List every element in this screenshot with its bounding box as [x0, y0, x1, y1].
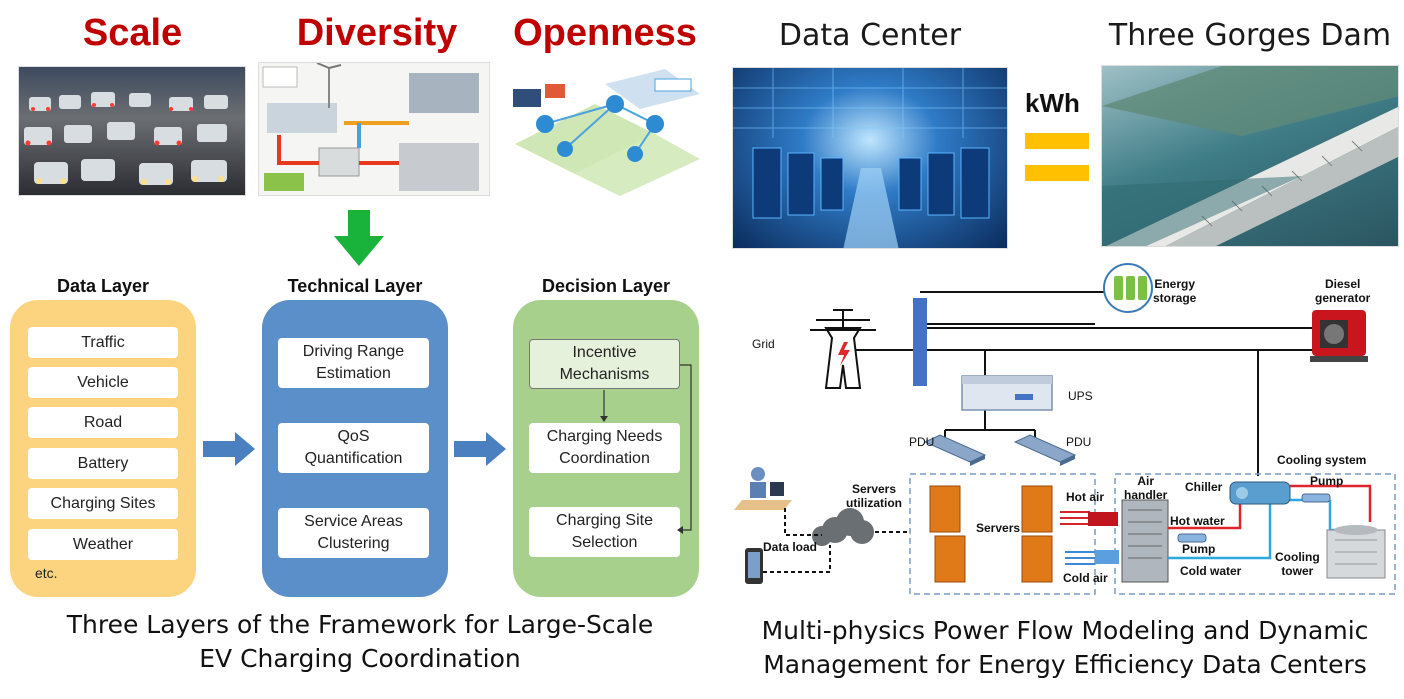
cold-air-arrows	[1065, 550, 1119, 565]
ups-icon	[961, 375, 1053, 411]
decision-item-site-selection: Charging Site Selection	[529, 507, 680, 557]
label-grid: Grid	[752, 337, 775, 351]
heading-diversity: Diversity	[296, 12, 458, 54]
cooling-box	[1114, 473, 1396, 595]
heading-three-gorges: Three Gorges Dam	[1108, 18, 1392, 53]
cooling-tower-icon	[1326, 525, 1386, 579]
hot-air-arrows	[1060, 511, 1118, 526]
label-data-load: Data load	[763, 540, 818, 554]
phone-icon	[745, 548, 763, 584]
tech-item-qos: QoS Quantification	[278, 423, 429, 473]
air-handler-icon	[1121, 499, 1169, 583]
chiller-icon	[1229, 481, 1291, 505]
label-cold-water: Cold water	[1180, 564, 1242, 578]
data-layer-etc: etc.	[35, 565, 58, 581]
data-center-photo	[732, 67, 1008, 249]
label-cold-air: Cold air	[1063, 571, 1108, 585]
data-center-illustration	[733, 68, 1007, 248]
tech-item-driving-range: Driving Range Estimation	[278, 338, 429, 388]
decision-item-incentive: Incentive Mechanisms	[529, 339, 680, 389]
data-layer-title: Data Layer	[56, 276, 150, 296]
three-gorges-photo	[1101, 65, 1399, 247]
data-item-weather: Weather	[28, 529, 178, 560]
decision-layer-title: Decision Layer	[541, 276, 671, 296]
user-computer-icon	[734, 467, 792, 510]
data-item-vehicle: Vehicle	[28, 367, 178, 398]
kwh-label: kWh	[1025, 88, 1080, 118]
heading-scale: Scale	[82, 12, 183, 54]
data-item-battery: Battery	[28, 448, 178, 479]
label-cooling-tower: Cooling tower	[1275, 550, 1320, 579]
label-hot-air: Hot air	[1066, 490, 1105, 504]
lightning-bolt-icon	[838, 342, 850, 366]
pump-lower-icon	[1177, 533, 1207, 543]
right-caption: Multi-physics Power Flow Modeling and Dy…	[761, 616, 1369, 679]
down-arrow-green	[334, 210, 384, 266]
label-pump-upper: Pump	[1310, 474, 1344, 488]
label-diesel-generator: Diesel generator	[1315, 277, 1371, 306]
network-illustration	[505, 64, 705, 196]
label-servers-utilization: Servers utilization	[846, 482, 902, 511]
equal-sign-top-bar	[1025, 133, 1089, 149]
battery-storage-icon	[1103, 263, 1153, 313]
cloud-icon	[812, 508, 874, 546]
technical-layer-title: Technical Layer	[287, 276, 423, 296]
data-item-charging-sites: Charging Sites	[28, 488, 178, 519]
label-pump-lower: Pump	[1182, 542, 1216, 556]
diesel-generator-icon	[1310, 310, 1368, 362]
network-drawing	[513, 69, 700, 196]
label-pdu-left: PDU	[909, 435, 935, 449]
decision-item-needs-coordination: Charging Needs Coordination	[529, 423, 680, 473]
grid-tower-icon	[810, 309, 876, 389]
left-caption: Three Layers of the Framework for Large-…	[66, 610, 654, 673]
equal-sign-bottom-bar	[1025, 165, 1089, 181]
label-hot-water: Hot water	[1170, 514, 1225, 528]
label-cooling-system: Cooling system	[1277, 453, 1367, 467]
pdu-left-icon	[923, 434, 987, 466]
bus-bar	[913, 298, 927, 386]
label-servers: Servers	[976, 521, 1021, 535]
data-item-road: Road	[28, 407, 178, 438]
label-pdu-right: PDU	[1066, 435, 1092, 449]
label-chiller: Chiller	[1185, 480, 1223, 494]
servers-box	[909, 473, 1096, 595]
energy-system-drawing	[259, 63, 489, 195]
tech-item-service-areas: Service Areas Clustering	[278, 508, 429, 558]
data-item-traffic: Traffic	[28, 327, 178, 358]
right-arrow-blue-1	[203, 432, 255, 466]
label-energy-storage: Energy storage	[1153, 277, 1197, 306]
heading-data-center: Data Center	[778, 18, 962, 53]
energy-system-illustration	[258, 62, 490, 196]
traffic-photo-illustration	[24, 92, 228, 185]
server-icons	[929, 485, 1053, 583]
label-air-handler: Air handler	[1124, 474, 1168, 503]
label-ups: UPS	[1068, 389, 1093, 403]
pdu-right-icon	[1013, 434, 1077, 466]
traffic-photo	[18, 66, 246, 196]
dam-illustration	[1102, 66, 1398, 246]
heading-openness: Openness	[513, 12, 697, 54]
power-flow-diagram	[734, 263, 1396, 595]
decision-flow-arrows	[600, 364, 692, 534]
pump-upper-icon	[1301, 493, 1331, 503]
right-arrow-blue-2	[454, 432, 506, 466]
